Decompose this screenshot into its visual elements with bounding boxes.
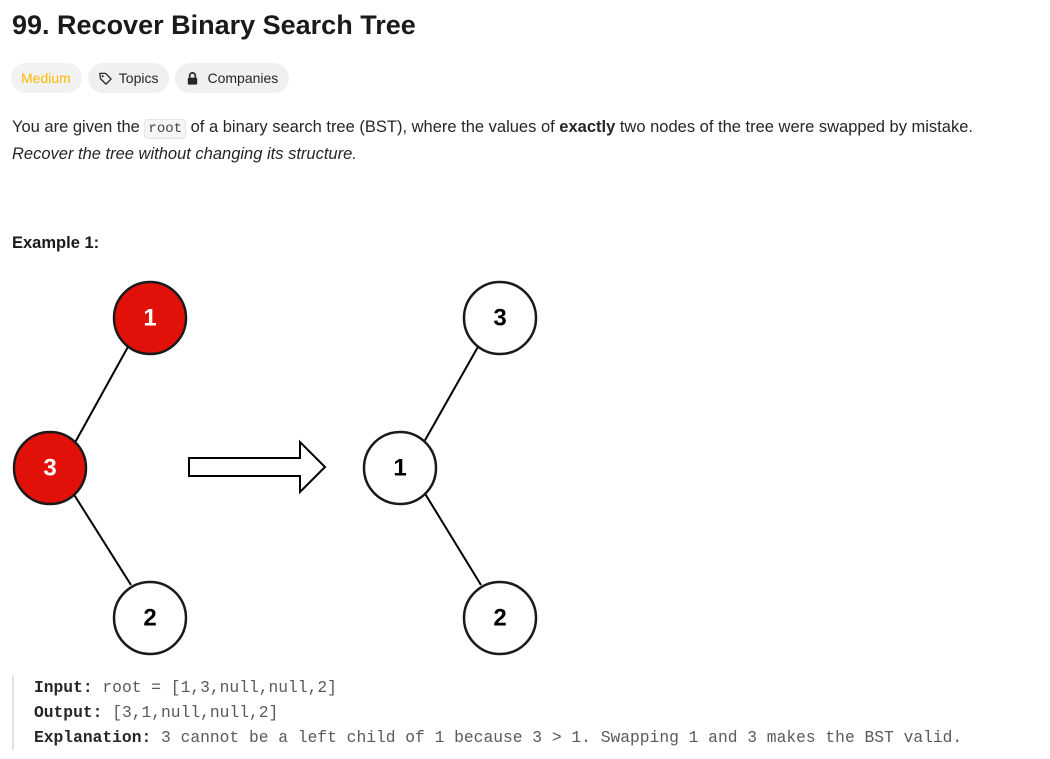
difficulty-badge: Medium xyxy=(11,63,82,93)
tree-node-swapped: 3 xyxy=(12,430,88,506)
tree-node: 1 xyxy=(362,430,438,506)
tree-node: 2 xyxy=(462,580,538,656)
lock-icon xyxy=(188,71,198,85)
node-value: 2 xyxy=(493,605,506,632)
edge xyxy=(423,344,480,443)
problem-title: 99. Recover Binary Search Tree xyxy=(12,10,416,40)
description-line-1: You are given the root of a binary searc… xyxy=(12,115,1042,142)
description-text: You are given the xyxy=(12,118,145,136)
problem-description: You are given the root of a binary searc… xyxy=(12,115,1042,167)
output-line: Output: [3,1,null,null,2] xyxy=(34,700,1048,725)
description-line-2: Recover the tree without changing its st… xyxy=(12,142,1042,167)
example-1-io: Input: root = [1,3,null,null,2]Output: [… xyxy=(12,675,1048,750)
tag-bar: Medium Topics Companies xyxy=(11,63,290,93)
input-value: root = [1,3,null,null,2] xyxy=(102,678,337,697)
explanation-label: Explanation: xyxy=(34,728,152,747)
inline-code-root: root xyxy=(144,119,187,139)
node-value: 3 xyxy=(43,455,56,482)
difficulty-label: Medium xyxy=(21,70,71,86)
arrow-right-icon xyxy=(188,439,327,495)
description-italic: Recover the tree without changing its st… xyxy=(12,145,357,163)
edge xyxy=(71,344,130,449)
topics-label: Topics xyxy=(118,70,159,86)
description-text: two nodes of the tree were swapped by mi… xyxy=(615,118,973,136)
node-value: 1 xyxy=(143,305,156,332)
node-value: 3 xyxy=(493,305,506,332)
tree-node: 3 xyxy=(462,280,538,356)
node-value: 1 xyxy=(393,455,406,482)
emphasis-exactly: exactly xyxy=(559,118,616,136)
tree-node-swapped: 1 xyxy=(112,280,188,356)
companies-label: Companies xyxy=(207,70,279,86)
tree-node: 2 xyxy=(112,580,188,656)
explanation-value: 3 cannot be a left child of 1 because 3 … xyxy=(161,728,963,747)
topics-button[interactable]: Topics xyxy=(87,63,170,93)
input-label: Input: xyxy=(34,678,93,697)
example-1-title: Example 1: xyxy=(12,234,100,252)
output-label: Output: xyxy=(34,703,103,722)
edge xyxy=(423,491,482,586)
input-line: Input: root = [1,3,null,null,2] xyxy=(34,675,1048,700)
explanation-line: Explanation: 3 cannot be a left child of… xyxy=(34,725,1048,750)
companies-button[interactable]: Companies xyxy=(175,63,290,93)
edge xyxy=(72,492,132,586)
tag-icon xyxy=(99,72,112,85)
description-text: of a binary search tree (BST), where the… xyxy=(186,118,560,136)
output-value: [3,1,null,null,2] xyxy=(112,703,279,722)
node-value: 2 xyxy=(143,605,156,632)
example-1-diagram: 1 3 2 3 1 2 xyxy=(12,280,538,656)
